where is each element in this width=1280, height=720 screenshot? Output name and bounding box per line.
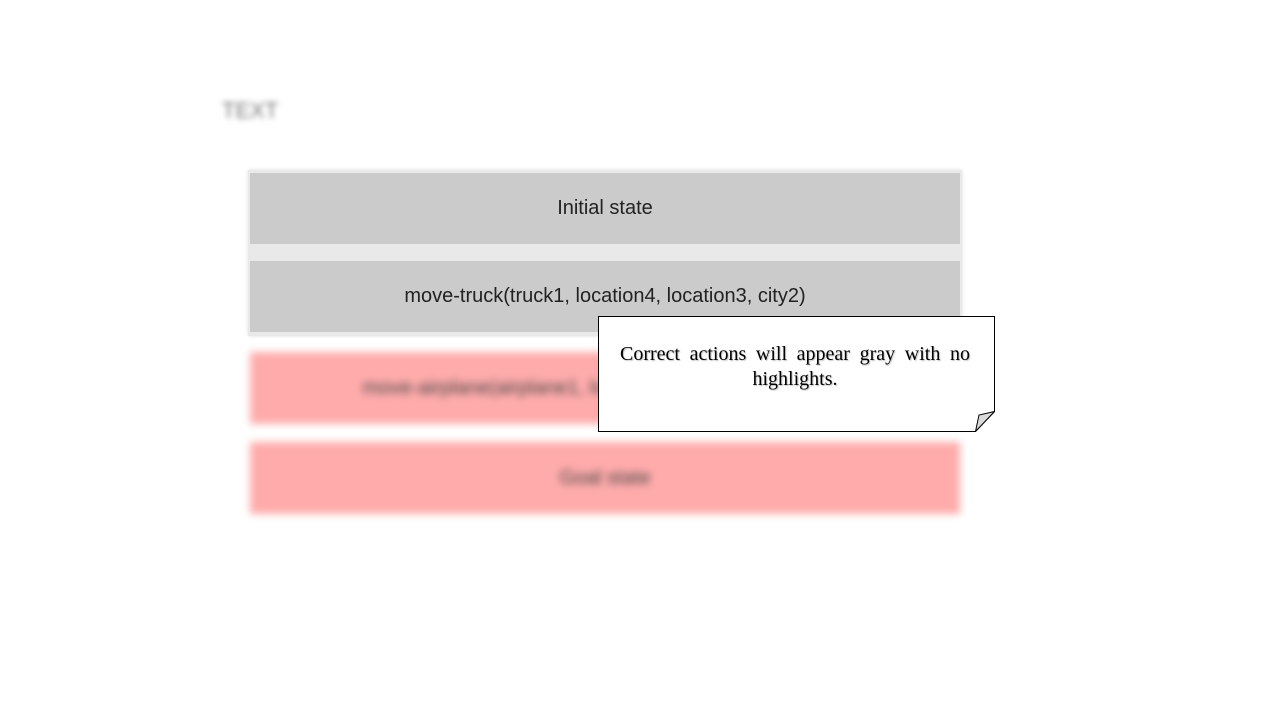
plan-step-label: Goal state bbox=[559, 466, 651, 489]
plan-step-initial-state[interactable]: Initial state bbox=[250, 173, 960, 244]
plan-step-label: Initial state bbox=[557, 197, 653, 219]
folded-corner-note-icon bbox=[598, 316, 995, 432]
blurred-heading: TEXT bbox=[222, 98, 279, 123]
callout-text: Correct actions will appear gray with no… bbox=[620, 343, 970, 390]
plan-step-label: move-truck(truck1, location4, location3,… bbox=[404, 285, 806, 307]
callout-note: Correct actions will appear gray with no… bbox=[598, 316, 995, 432]
plan-step-goal-state[interactable]: Goal state bbox=[250, 442, 960, 514]
